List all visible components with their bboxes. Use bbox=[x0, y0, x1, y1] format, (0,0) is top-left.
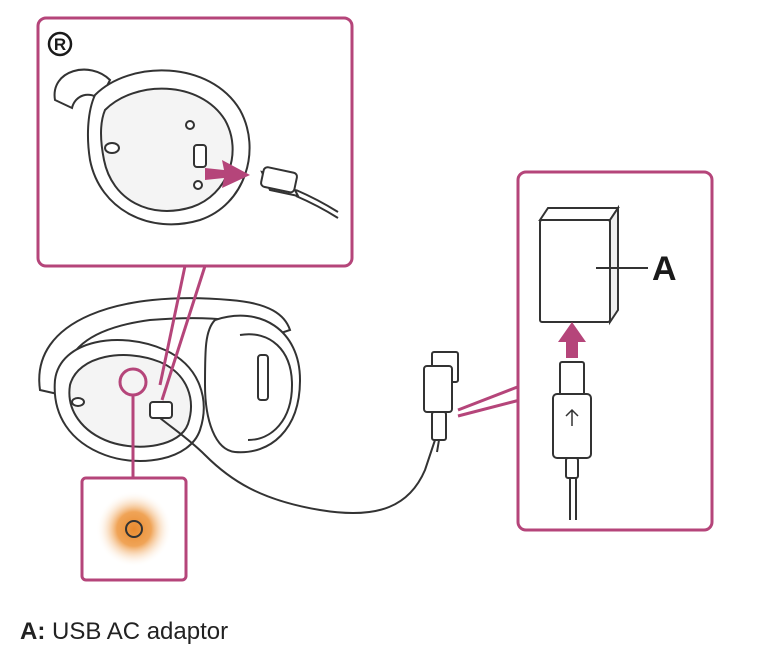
right-side-marker-icon bbox=[47, 31, 73, 57]
ear-cup-icon bbox=[53, 68, 251, 226]
caption-key: A: bbox=[20, 618, 46, 645]
headphones-icon bbox=[38, 297, 436, 514]
usb-plug-icon bbox=[423, 351, 459, 453]
callout-letter: A bbox=[652, 250, 677, 288]
insert-arrow-icon bbox=[205, 160, 250, 188]
caption-text: USB AC adaptor bbox=[52, 618, 229, 645]
side-marker: R bbox=[54, 35, 66, 54]
insert-arrow-icon bbox=[558, 322, 586, 358]
charging-indicator-panel bbox=[80, 367, 188, 582]
usb-ac-adaptor-icon bbox=[538, 204, 620, 326]
charging-diagram: R bbox=[36, 16, 714, 582]
charging-indicator-icon bbox=[96, 491, 172, 567]
usb-ac-adaptor-panel: A bbox=[516, 170, 714, 532]
usb-plug-icon bbox=[552, 361, 592, 520]
caption: A: USB AC adaptor bbox=[20, 618, 228, 646]
ear-cup-closeup-panel: R bbox=[36, 16, 354, 401]
usb-plug-icon bbox=[260, 166, 339, 219]
